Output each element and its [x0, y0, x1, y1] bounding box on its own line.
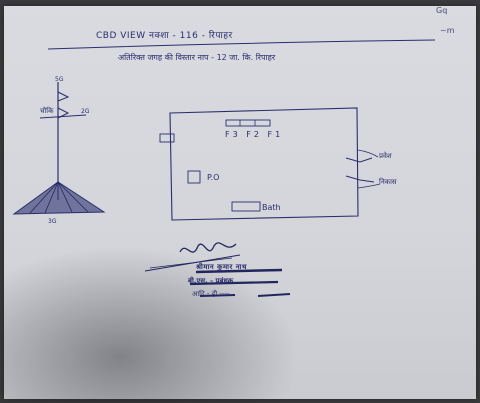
- signatory-designation: बी.एस. - प्रबंधक: [188, 277, 234, 285]
- bath-label: Bath: [262, 203, 281, 212]
- left-wall-window: [159, 133, 175, 143]
- title-underline: [47, 39, 436, 50]
- window-f-strip: [225, 119, 271, 127]
- corner-note-1: Gq: [436, 6, 448, 15]
- mast-label-top: 5G: [55, 76, 64, 83]
- mast-label-left: चौकि: [40, 107, 54, 115]
- po-box: [187, 170, 201, 184]
- document-title: CBD VIEW नक्शा - 116 - रिपाहर: [96, 31, 233, 41]
- mast-label-right: 2G: [81, 108, 90, 115]
- window-f-labels: F3 F2 F1: [225, 130, 284, 139]
- document-subtitle: अतिरिक्त जगह की विस्तार नाप - 12 जा. कि.…: [118, 53, 276, 62]
- entry-label: प्रवेश: [379, 152, 392, 160]
- signatory-line-3: आदि - ही ----: [192, 290, 230, 298]
- bath-box: [231, 201, 261, 212]
- room-plan: [159, 107, 381, 221]
- exit-label: निकास: [379, 178, 397, 186]
- mast-drawing: [12, 82, 106, 215]
- corner-note-2: ~m: [440, 26, 455, 35]
- mast-label-bottom: 3G: [48, 218, 57, 225]
- signatory-name: श्रीमान कुमार नाथ: [196, 263, 247, 271]
- po-label: P.O: [207, 173, 220, 182]
- signature-scribble: [144, 242, 291, 297]
